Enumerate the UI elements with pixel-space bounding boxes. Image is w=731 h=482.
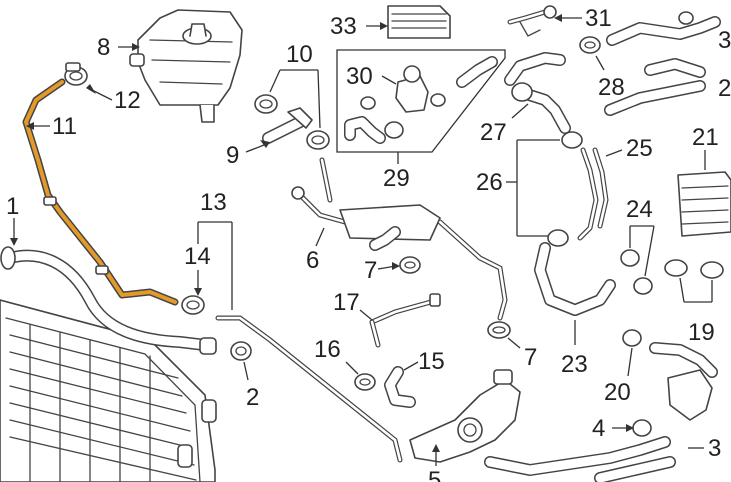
callout-7b: 7	[524, 344, 537, 371]
oil-cooler-part-21[interactable]	[677, 171, 731, 237]
oil-cooler-part-33[interactable]	[387, 5, 451, 39]
clamp-part-4[interactable]	[632, 419, 652, 437]
callout-2-right: 2	[718, 75, 731, 102]
callout-8: 8	[97, 34, 110, 61]
clamp-part-28[interactable]	[579, 36, 601, 54]
hose-right-lower[interactable]	[649, 342, 718, 421]
callout-9: 9	[226, 142, 239, 169]
clamp-part-20[interactable]	[622, 329, 642, 347]
callout-12: 12	[114, 87, 141, 114]
connector-part-9[interactable]	[262, 107, 313, 144]
leader-lines	[10, 14, 713, 466]
callout-17: 17	[333, 289, 360, 316]
radiator-hose-part-1[interactable]	[0, 246, 217, 355]
callout-19: 19	[688, 319, 715, 346]
thermostat-housing-part-5[interactable]	[409, 369, 521, 463]
callout-30: 30	[346, 63, 373, 90]
hose-part-15[interactable]	[384, 366, 416, 408]
callout-10: 10	[286, 41, 313, 68]
coolant-pipes-part-25[interactable]	[547, 131, 609, 247]
callout-7a: 7	[364, 257, 377, 284]
callout-21: 21	[692, 124, 719, 151]
expansion-tank-part-8[interactable]	[129, 9, 243, 123]
callout-13: 13	[200, 189, 227, 216]
callout-2: 2	[246, 384, 259, 411]
callout-24: 24	[626, 196, 653, 223]
callout-16: 16	[314, 336, 341, 363]
clamp-part-19a[interactable]	[664, 259, 688, 277]
coolant-pipe-assembly-part-6[interactable]	[291, 157, 508, 321]
hose-part-27[interactable]	[504, 52, 571, 134]
callout-3: 3	[708, 435, 721, 462]
clamp-part-7b[interactable]	[487, 321, 511, 339]
callout-27: 27	[480, 119, 507, 146]
hose-part-2-right[interactable]	[604, 58, 706, 116]
callout-15: 15	[418, 348, 445, 375]
clamp-part-2[interactable]	[230, 341, 252, 361]
callout-23: 23	[561, 351, 588, 378]
clamp-part-24b[interactable]	[633, 277, 653, 295]
callout-31: 31	[585, 5, 612, 32]
callout-3-top: 3	[718, 27, 731, 54]
clamp-part-10a[interactable]	[254, 94, 278, 114]
callout-14: 14	[184, 243, 211, 270]
callout-5: 5	[428, 467, 441, 482]
hose-part-17[interactable]	[369, 293, 441, 348]
bleed-hose-part-11[interactable]	[22, 78, 179, 306]
callout-33: 33	[330, 13, 357, 40]
callout-20: 20	[604, 379, 631, 406]
hose-part-3-bottom[interactable]	[484, 436, 676, 482]
radiator[interactable]	[0, 299, 217, 482]
valve-part-30[interactable]	[344, 56, 498, 144]
coolant-pipe-part-13[interactable]	[215, 315, 403, 463]
callout-28: 28	[598, 74, 625, 101]
hose-part-3-top[interactable]	[606, 11, 721, 46]
clamp-part-12[interactable]	[64, 62, 88, 86]
clamp-part-19b[interactable]	[700, 261, 724, 279]
kit-box-part-29	[336, 49, 506, 153]
clamp-part-10b[interactable]	[306, 130, 330, 150]
clamp-part-14[interactable]	[181, 295, 205, 315]
clamp-part-16[interactable]	[354, 373, 376, 391]
callout-26: 26	[476, 169, 503, 196]
callout-11: 11	[52, 113, 77, 140]
callout-29: 29	[383, 165, 410, 192]
callout-25: 25	[626, 135, 653, 162]
callout-labels: 1 2 3 4 5 6 7 7 8 9 10 11 12 13 14 15 16…	[6, 5, 731, 482]
hose-part-23[interactable]	[534, 242, 616, 316]
clamp-part-7a[interactable]	[399, 256, 421, 274]
fitting-part-31[interactable]	[507, 5, 557, 37]
clamp-part-24a[interactable]	[620, 249, 640, 267]
callout-4: 4	[592, 415, 605, 442]
callout-6: 6	[306, 247, 319, 274]
callout-1: 1	[6, 193, 19, 220]
